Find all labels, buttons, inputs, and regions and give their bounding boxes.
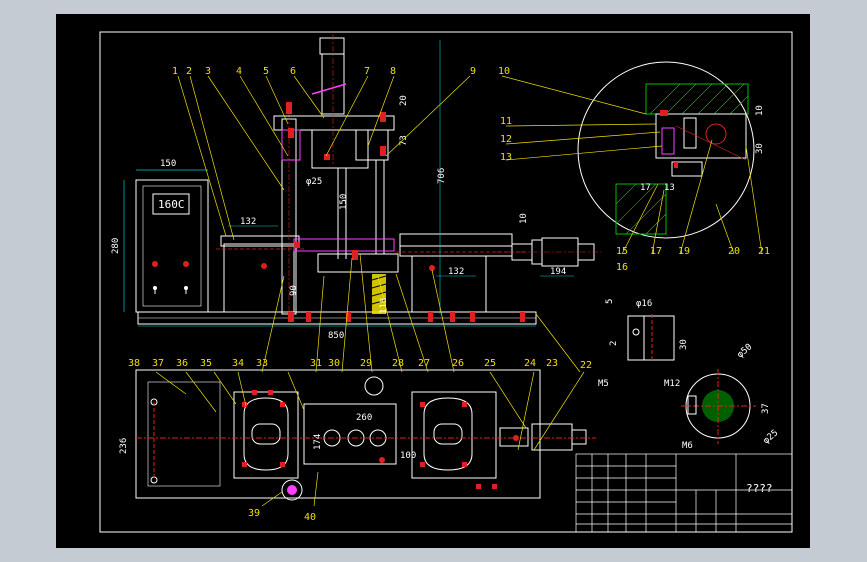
dim-phi16: φ16 (636, 299, 652, 309)
dim-132-left: 132 (240, 217, 256, 227)
dim-phi50: φ50 (736, 342, 755, 360)
callout-29: 29 (360, 358, 372, 369)
callout-11: 11 (500, 116, 512, 127)
title-block-title: ???? (746, 482, 773, 495)
callout-7: 7 (364, 66, 370, 77)
callout-40: 40 (304, 512, 316, 523)
callout-19: 19 (678, 246, 690, 257)
callout-numbers: 1 2 3 4 5 6 7 8 9 10 11 12 13 15 16 17 1… (128, 66, 770, 523)
dim-phi25-shaft: φ25 (762, 428, 781, 446)
callout-20: 20 (728, 246, 740, 257)
callout-8: 8 (390, 66, 396, 77)
bolt-detail: φ16 5 2 30 M5 M12 (598, 299, 689, 389)
detail-dim-30: 30 (755, 143, 765, 154)
dim-194: 194 (550, 267, 566, 277)
dim-150-vertical: 150 (339, 194, 349, 210)
detail-dim-17: 17 (640, 183, 651, 193)
callout-39: 39 (248, 508, 260, 519)
dim-260: 260 (356, 413, 372, 423)
dim-280: 280 (111, 238, 121, 254)
detail-dim-13: 13 (664, 183, 675, 193)
dim-174: 174 (313, 434, 323, 450)
dim-10: 10 (519, 213, 529, 224)
callout-9: 9 (470, 66, 476, 77)
dim-100: 100 (400, 451, 416, 461)
shaft-section: φ50 37 φ25 M6 (681, 342, 780, 451)
detail-dim-10: 10 (755, 105, 765, 116)
callout-23: 23 (546, 358, 558, 369)
inner-border (99, 31, 793, 533)
callout-22: 22 (580, 360, 592, 371)
callout-17: 17 (650, 246, 662, 257)
callout-37: 37 (152, 358, 164, 369)
dim-20: 20 (399, 95, 409, 106)
dim-5: 5 (605, 299, 615, 304)
callout-28: 28 (392, 358, 404, 369)
dim-phi25: φ25 (306, 177, 322, 187)
callout-10: 10 (498, 66, 510, 77)
dim-150: 150 (160, 159, 176, 169)
thread-m6: M6 (682, 441, 693, 451)
thread-m5: M5 (598, 379, 609, 389)
dim-90: 90 (289, 285, 299, 296)
cad-drawing: 160C 150 280 (99, 31, 793, 533)
callout-30: 30 (328, 358, 340, 369)
callout-13: 13 (500, 152, 512, 163)
callout-12: 12 (500, 134, 512, 145)
front-view (137, 34, 601, 325)
dim-850: 850 (328, 331, 344, 341)
callout-3: 3 (205, 66, 211, 77)
callout-2: 2 (186, 66, 192, 77)
dim-132-right: 132 (448, 267, 464, 277)
dim-30-bolt: 30 (679, 339, 689, 350)
detail-view: 17 13 10 30 (577, 61, 765, 239)
control-box: 160C (135, 179, 209, 313)
callout-4: 4 (236, 66, 242, 77)
callout-27: 27 (418, 358, 430, 369)
callout-36: 36 (176, 358, 188, 369)
dim-706: 706 (437, 168, 447, 184)
callout-34: 34 (232, 358, 244, 369)
callout-16: 16 (616, 262, 628, 273)
callout-31: 31 (310, 358, 322, 369)
callout-26: 26 (452, 358, 464, 369)
dim-37: 37 (761, 403, 771, 414)
dim-2: 2 (609, 341, 619, 346)
controller-label: 160C (158, 198, 185, 211)
dim-236: 236 (119, 438, 129, 454)
callout-33: 33 (256, 358, 268, 369)
callout-leaders (155, 75, 763, 507)
callout-24: 24 (524, 358, 536, 369)
callout-15: 15 (616, 246, 628, 257)
dim-73: 73 (399, 135, 409, 146)
spring (371, 274, 387, 314)
callout-38: 38 (128, 358, 140, 369)
callout-35: 35 (200, 358, 212, 369)
callout-25: 25 (484, 358, 496, 369)
callout-6: 6 (290, 66, 296, 77)
title-block (575, 453, 793, 533)
callout-21: 21 (758, 246, 770, 257)
cad-drawing-frame: 160C 150 280 (56, 14, 810, 548)
dim-118: 118 (379, 298, 389, 314)
top-view (135, 369, 596, 501)
thread-m12: M12 (664, 379, 680, 389)
callout-1: 1 (172, 66, 178, 77)
callout-5: 5 (263, 66, 269, 77)
